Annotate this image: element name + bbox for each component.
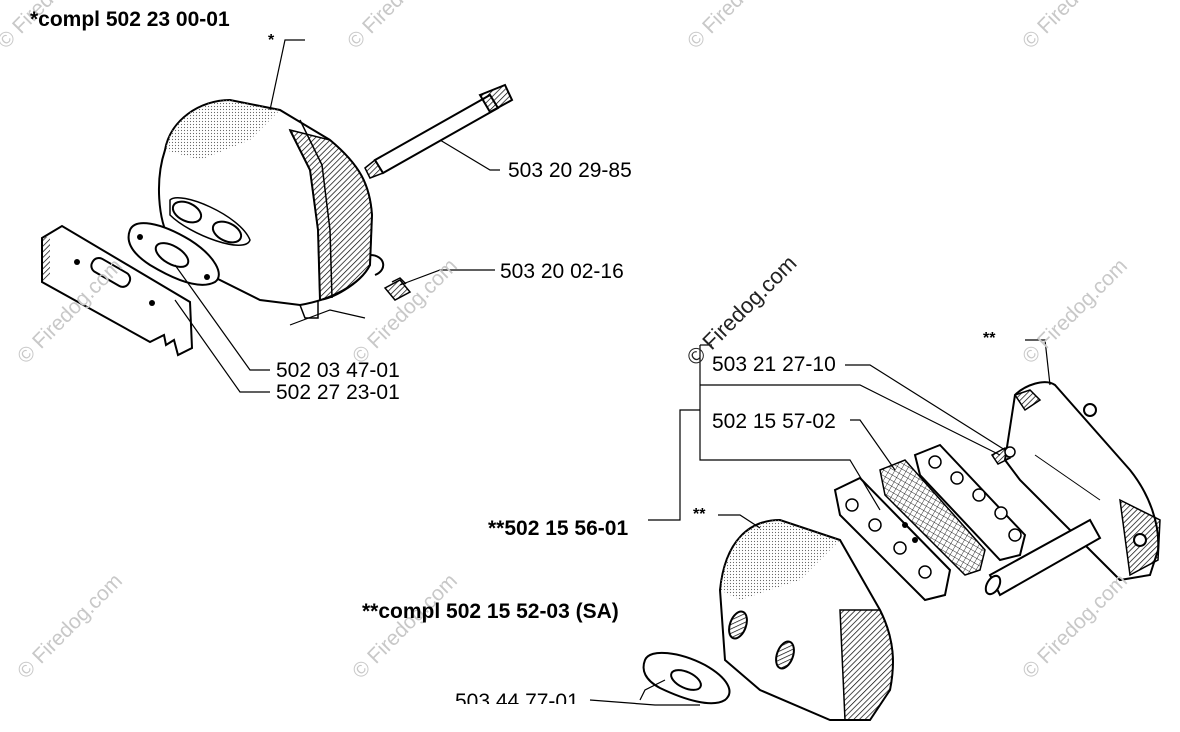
plate-c [833, 476, 952, 602]
bolt-a [364, 83, 514, 179]
part-label-bolt: 503 20 29-85 [508, 159, 632, 182]
part-label-plate-a: 502 27 23-01 [276, 381, 400, 404]
gasket-b [642, 651, 731, 705]
leaders-a [174, 39, 500, 393]
screw-a [383, 277, 412, 301]
assembly-title-b: **compl 502 15 52-03 (SA) [362, 600, 619, 623]
plate-b [913, 443, 1027, 562]
marker-c: ** [693, 506, 706, 523]
muffler-a-shade [165, 100, 280, 160]
part-label-screw: 503 20 02-16 [500, 260, 624, 283]
gasket-a [127, 222, 220, 286]
leaders-b [589, 339, 1051, 706]
plate-a [41, 224, 194, 357]
screw-b [990, 446, 1016, 465]
muffler-b-outer [984, 381, 1161, 597]
screen-b [879, 459, 986, 576]
part-label-screw-b: 503 21 27-10 [712, 353, 836, 376]
part-label-gasket-a: 502 03 47-01 [276, 359, 400, 382]
marker-b: ** [983, 330, 996, 347]
kit-label: **502 15 56-01 [488, 517, 629, 540]
muffler-b-front [718, 518, 894, 721]
muffler-a [157, 98, 385, 319]
marker-a: * [268, 32, 275, 49]
part-label-partial: 503 44 77-01 [455, 690, 579, 713]
assembly-title-a: *compl 502 23 00-01 [30, 8, 230, 31]
part-label-screen-b: 502 15 57-02 [712, 410, 836, 433]
muffler-a-outlet-1 [171, 200, 203, 224]
muffler-a-outlet-2 [211, 220, 243, 244]
